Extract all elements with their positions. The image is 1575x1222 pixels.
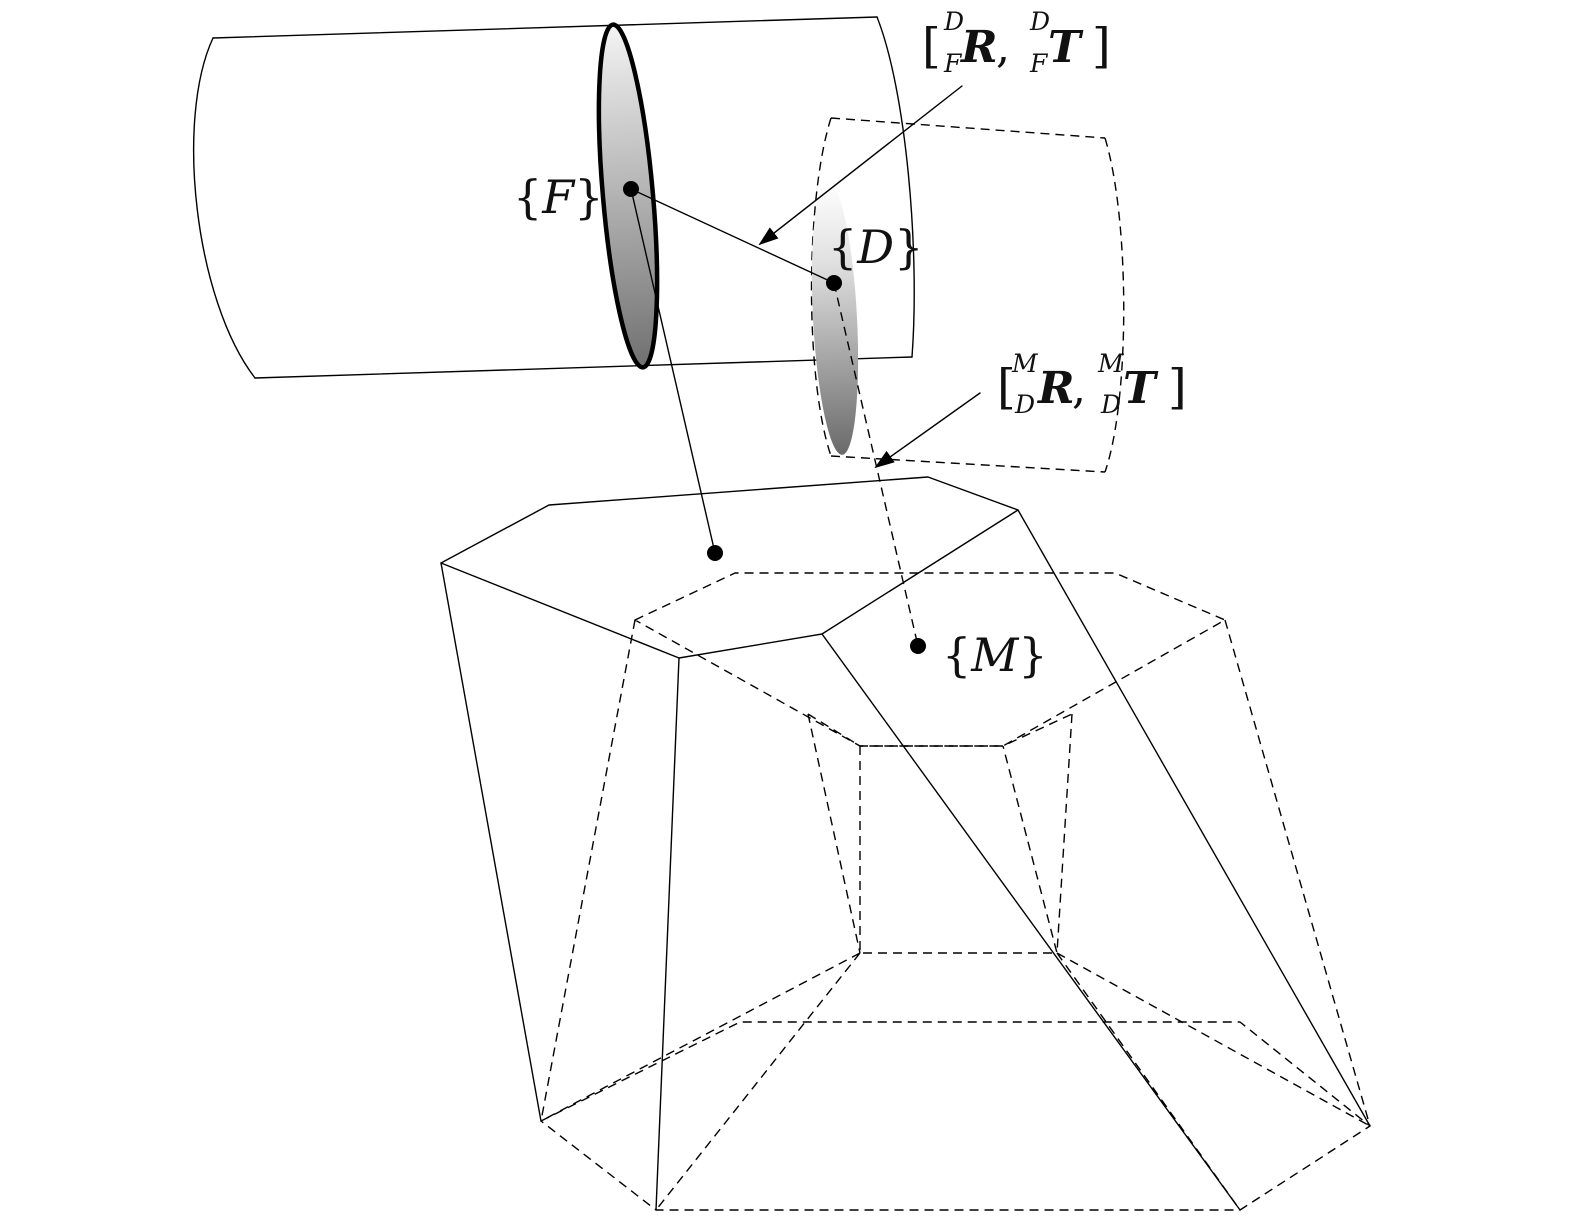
disk-d	[811, 181, 859, 455]
cylinder-dashed-left-end	[810, 117, 832, 457]
frustum-inner-verticals	[807, 713, 1073, 954]
block-point	[707, 545, 723, 561]
tf-dm-close-bracket: ]	[1168, 359, 1187, 415]
tf-fd-translation-symbol: T	[1048, 22, 1084, 73]
tf-dm-open-bracket: [	[997, 359, 1016, 415]
arrow-dm	[874, 392, 981, 469]
origin-d-point	[826, 275, 842, 291]
label-frame-m: {M}	[942, 628, 1048, 682]
cylinder-solid-left-end	[192, 37, 256, 379]
tf-dm-rotation-superscript: M	[1011, 349, 1039, 378]
block-solid-edge-right	[1017, 509, 1371, 1127]
block-solid	[440, 476, 1371, 1211]
transform-label-fd: [ D F R , D F T ]	[922, 7, 1111, 78]
block-solid-edge-mid	[821, 633, 1241, 1211]
tf-fd-rotation-symbol: R	[959, 22, 998, 73]
tf-dm-translation-subscript: D	[1100, 390, 1121, 419]
label-frame-d: {D}	[828, 220, 923, 274]
cylinder-dashed	[810, 117, 1125, 473]
cylinder-solid	[192, 16, 915, 379]
tf-fd-translation-subscript: F	[1029, 49, 1049, 78]
line-f-to-d	[630, 188, 835, 284]
frustum-dashed	[540, 572, 1371, 1211]
cylinder-solid-right-end	[876, 16, 915, 358]
cylinder-dashed-top-edge	[830, 117, 1106, 139]
origin-f-point	[623, 181, 639, 197]
cylinder-solid-bottom-edge	[254, 356, 913, 379]
tf-dm-comma: ,	[1072, 363, 1086, 414]
frustum-inner-hexagon-top	[807, 713, 1073, 747]
cylinder-dashed-bottom-edge	[830, 455, 1106, 473]
frustum-top-hexagon	[634, 572, 1226, 747]
cylinder-dashed-right-end	[1104, 137, 1125, 473]
tf-fd-translation-superscript: D	[1029, 7, 1050, 36]
tf-fd-rotation-superscript: D	[943, 7, 964, 36]
block-solid-edge-left	[440, 562, 542, 1122]
frustum-side-edges	[540, 619, 1371, 1127]
block-solid-top-face	[440, 476, 1019, 659]
origin-m-point	[910, 638, 926, 654]
transform-label-dm: [ M D R , M D T ]	[997, 349, 1187, 419]
tf-fd-comma: ,	[996, 22, 1010, 73]
block-solid-edge-front	[655, 657, 680, 1211]
tf-fd-open-bracket: [	[922, 18, 941, 74]
arrow-fd	[758, 85, 963, 246]
line-f-to-block	[630, 188, 716, 554]
tf-dm-translation-symbol: T	[1123, 363, 1159, 414]
tf-fd-rotation-subscript: F	[943, 49, 963, 78]
label-frame-f: {F}	[513, 170, 603, 224]
tf-dm-translation-superscript: M	[1097, 349, 1125, 378]
tf-fd-close-bracket: ]	[1092, 18, 1111, 74]
tf-dm-rotation-symbol: R	[1036, 363, 1075, 414]
frustum-bottom-hexagon	[540, 1021, 1371, 1211]
tf-dm-rotation-subscript: D	[1014, 390, 1035, 419]
cylinder-solid-top-edge	[212, 16, 878, 39]
frustum-inner-square	[859, 745, 1058, 954]
